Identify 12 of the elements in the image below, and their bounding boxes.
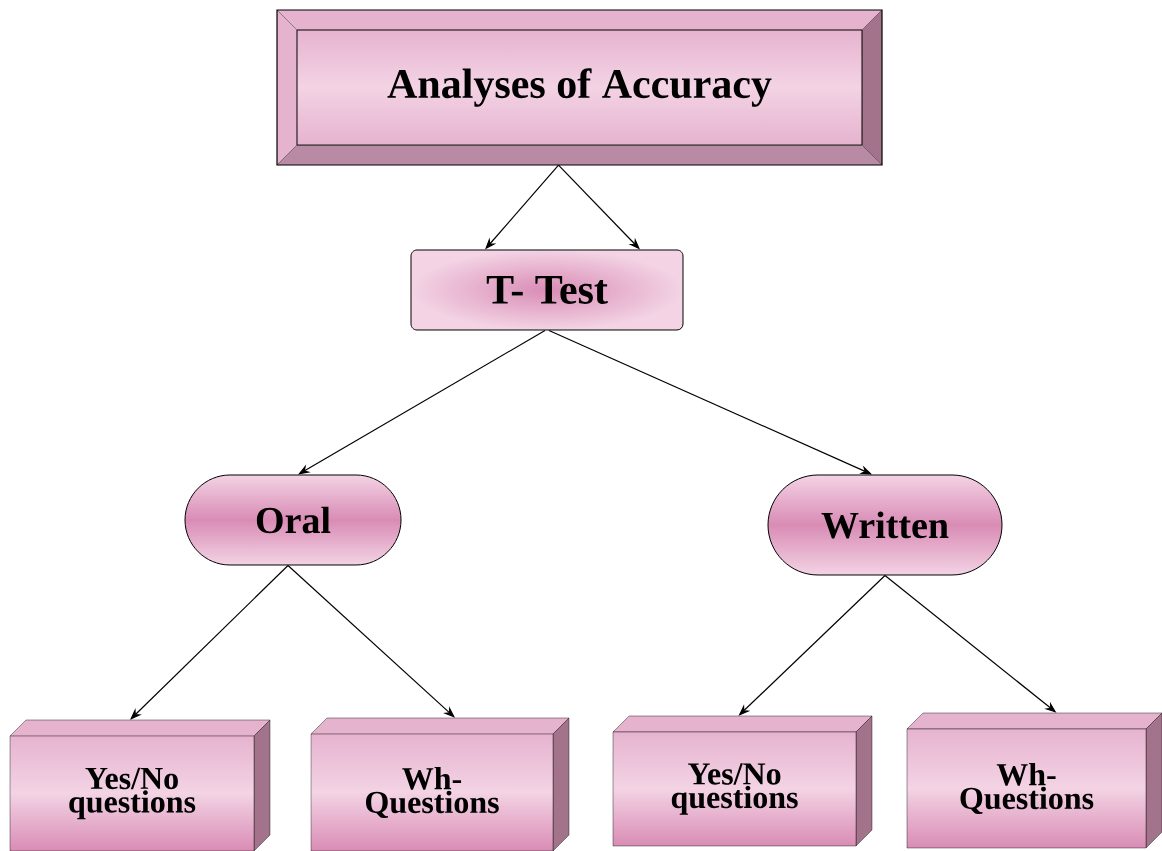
question-type-box: Wh- Questions bbox=[906, 712, 1162, 849]
arrow bbox=[548, 329, 872, 475]
question-type-box: Yes/No questions bbox=[9, 719, 271, 851]
category-box: Oral bbox=[184, 474, 402, 566]
title-box: Analyses of Accuracy bbox=[276, 9, 883, 166]
arrow bbox=[298, 329, 546, 475]
category-box: Written bbox=[767, 474, 1003, 576]
question-type-box: Wh- Questions bbox=[310, 717, 570, 851]
question-type-box: Yes/No questions bbox=[612, 715, 873, 847]
arrow bbox=[130, 564, 289, 720]
arrow bbox=[287, 564, 455, 718]
test-box: T- Test bbox=[410, 249, 684, 331]
